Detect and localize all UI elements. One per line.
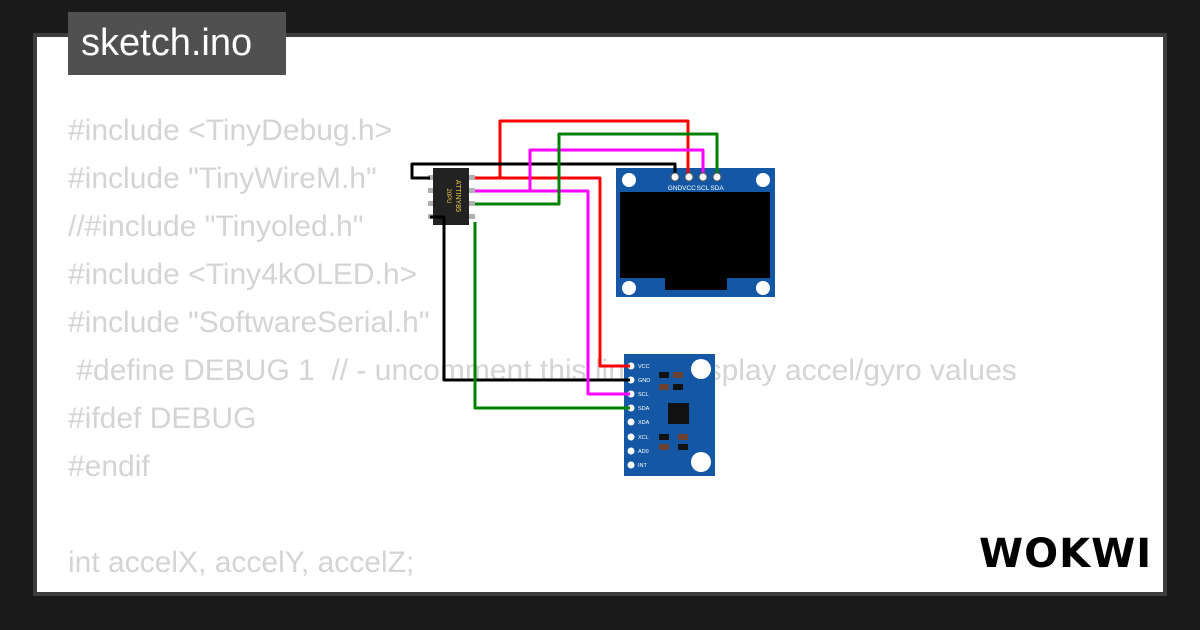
oled-pin-label-gnd: GND bbox=[668, 185, 683, 192]
code-line: #ifdef DEBUG bbox=[68, 402, 257, 435]
oled-ribbon bbox=[665, 278, 727, 290]
oled-pin bbox=[684, 172, 694, 182]
chip-pin bbox=[469, 175, 475, 180]
code-line: int accelX, accelY, accelZ; bbox=[68, 546, 415, 579]
code-line: #include "SoftwareSerial.h" bbox=[68, 306, 430, 339]
wire-gnd-oled[interactable] bbox=[410, 162, 677, 180]
mpu-pin-label-scl: SCL bbox=[638, 392, 649, 398]
oled-pin bbox=[670, 172, 680, 182]
wire-vcc-mpu[interactable] bbox=[475, 176, 630, 368]
mpu-pin bbox=[627, 433, 635, 441]
wire-sda-oled[interactable] bbox=[475, 132, 719, 206]
smd-component bbox=[673, 384, 683, 390]
file-title-tab[interactable]: sketch.ino bbox=[68, 12, 286, 75]
mpu-pin bbox=[627, 404, 635, 412]
mpu-pin bbox=[627, 390, 635, 398]
mpu-pin-label-sda: SDA bbox=[638, 406, 650, 412]
chip-pin bbox=[428, 201, 433, 206]
mount-hole bbox=[622, 173, 636, 187]
smd-component bbox=[673, 372, 683, 378]
code-line: #endif bbox=[68, 450, 150, 483]
code-line: #include "TinyWireM.h" bbox=[68, 162, 377, 195]
mount-hole bbox=[691, 359, 711, 379]
code-line: #include <TinyDebug.h> bbox=[68, 114, 393, 147]
wokwi-logo: WOKWI bbox=[979, 531, 1150, 577]
oled-pin-label-vcc: VCC bbox=[682, 185, 696, 192]
chip-pin bbox=[469, 214, 475, 219]
mount-hole bbox=[622, 281, 636, 295]
mpu-pin-label-gnd: GND bbox=[638, 378, 650, 384]
code-line: //#include "Tinyoled.h" bbox=[68, 210, 364, 243]
chip-label: ATTINY85 bbox=[454, 180, 461, 212]
mpu-pin bbox=[627, 418, 635, 426]
wokwi-logo-text: WOKWI bbox=[979, 531, 1150, 577]
chip-pin bbox=[428, 175, 433, 180]
mpu-pin-label-ad0: AD0 bbox=[638, 449, 649, 455]
smd-component bbox=[659, 384, 669, 390]
mount-hole bbox=[691, 452, 711, 472]
oled-pin bbox=[712, 172, 722, 182]
mpu-pin-label-vcc: VCC bbox=[638, 364, 650, 370]
mount-hole bbox=[756, 173, 770, 187]
smd-component bbox=[659, 434, 669, 440]
mpu-chip bbox=[668, 403, 689, 424]
smd-component bbox=[678, 434, 688, 440]
smd-component bbox=[659, 372, 669, 378]
code-background: #include <TinyDebug.h> #include "TinyWire… bbox=[68, 107, 1017, 592]
oled-pin bbox=[698, 172, 708, 182]
chip-pin bbox=[469, 201, 475, 206]
oled-screen bbox=[620, 192, 770, 278]
mpu-pin-label-int: INT bbox=[638, 463, 648, 469]
chip-pin bbox=[469, 188, 475, 193]
oled-pin-label-sda: SDA bbox=[710, 185, 724, 192]
wire-gnd-mpu[interactable] bbox=[430, 215, 630, 382]
chip-pin bbox=[428, 188, 433, 193]
oled-pin-label-scl: SCL bbox=[697, 185, 710, 192]
mpu-pin bbox=[627, 447, 635, 455]
mpu-pin bbox=[627, 376, 635, 384]
mount-hole bbox=[756, 281, 770, 295]
oled-pin-headers bbox=[670, 172, 722, 182]
mpu-pin-label-xcl: XCL bbox=[638, 435, 649, 441]
smd-component bbox=[678, 444, 688, 450]
chip-sublabel: 20PU bbox=[445, 188, 451, 203]
mpu6050-module[interactable]: VCC GND SCL SDA XDA XCL AD0 INT bbox=[624, 354, 715, 476]
smd-component bbox=[659, 444, 669, 450]
wire-scl-mpu[interactable] bbox=[475, 189, 630, 396]
oled-display[interactable]: GND VCC SCL SDA bbox=[616, 168, 775, 297]
mpu-pin bbox=[627, 362, 635, 370]
mpu-pin-label-xda: XDA bbox=[638, 420, 650, 426]
code-line: #include <Tiny4kOLED.h> bbox=[68, 258, 418, 291]
mpu-pin bbox=[627, 461, 635, 469]
wire-sda-mpu[interactable] bbox=[473, 222, 630, 410]
